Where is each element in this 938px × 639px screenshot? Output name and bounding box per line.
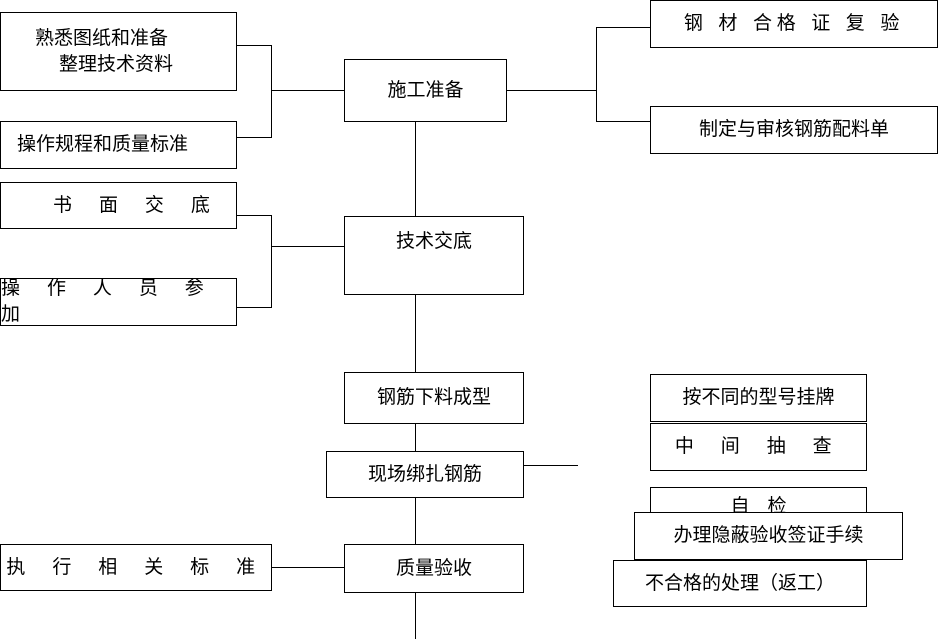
- link-bracket-to-prep: [271, 90, 344, 91]
- node-familiarize-line1: 熟悉图纸和准备: [35, 26, 169, 49]
- node-concealed-acceptance-label: 办理隐蔽验收签证手续: [673, 524, 864, 547]
- spine-briefing-to-cutting: [415, 294, 416, 372]
- node-concealed-acceptance: 办理隐蔽验收签证手续: [634, 512, 903, 560]
- node-procedures-standards-label: 操作规程和质量标准: [17, 133, 189, 156]
- node-tech-briefing-label: 技术交底: [395, 230, 472, 252]
- node-quality-acceptance-label: 质量验收: [395, 556, 472, 579]
- link-standards: [271, 567, 344, 568]
- node-nonconforming-handling: 不合格的处理（返工）: [613, 560, 867, 607]
- node-familiarize-line2: 整理技术资料: [59, 52, 174, 75]
- node-self-check-label: 自 检: [730, 495, 787, 517]
- node-procedures-standards: 操作规程和质量标准: [0, 121, 237, 169]
- node-steel-cert-recheck-label: 钢 材 合格 证 复 验: [683, 12, 905, 35]
- bracket-briefing-left: [271, 215, 272, 308]
- node-tag-by-model-label: 按不同的型号挂牌: [682, 386, 835, 409]
- node-onsite-binding-label: 现场绑扎钢筋: [367, 462, 482, 485]
- node-cutting-forming: 钢筋下料成型: [344, 372, 524, 424]
- node-rebar-schedule: 制定与审核钢筋配料单: [650, 106, 938, 154]
- link-rebar-schedule: [596, 121, 650, 122]
- node-tag-by-model: 按不同的型号挂牌: [650, 374, 867, 422]
- node-tech-briefing: 技术交底: [344, 216, 524, 295]
- node-apply-standards-label: 执 行 相 关 标 准: [6, 555, 266, 578]
- node-quality-acceptance: 质量验收: [344, 544, 524, 593]
- node-apply-standards: 执 行 相 关 标 准: [0, 544, 272, 591]
- spine-acceptance-bottom: [415, 592, 416, 639]
- node-operators-attend-label: 操 作 人 员 参 加: [1, 277, 215, 325]
- link-familiarize: [236, 45, 271, 46]
- node-nonconforming-handling-label: 不合格的处理（返工）: [644, 571, 835, 594]
- link-prep-to-right: [506, 90, 596, 91]
- node-onsite-binding: 现场绑扎钢筋: [326, 451, 524, 498]
- node-prep: 施工准备: [344, 59, 507, 122]
- node-midway-spot-check: 中 间 抽 查: [650, 423, 867, 471]
- bracket-prep-left: [271, 45, 272, 138]
- spine-binding-to-acceptance: [415, 497, 416, 544]
- link-procedures: [236, 137, 271, 138]
- link-steel-cert: [596, 27, 650, 28]
- node-rebar-schedule-label: 制定与审核钢筋配料单: [698, 118, 889, 141]
- node-prep-label: 施工准备: [387, 78, 464, 101]
- link-operators: [236, 307, 271, 308]
- node-written-briefing: 书 面 交 底: [0, 182, 237, 229]
- spine-prep-to-briefing: [415, 121, 416, 216]
- node-operators-attend: 操 作 人 员 参 加: [0, 277, 237, 326]
- link-binding-right: [523, 465, 578, 466]
- node-steel-cert-recheck: 钢 材 合格 证 复 验: [650, 0, 938, 48]
- node-written-briefing-label: 书 面 交 底: [53, 193, 221, 216]
- bracket-prep-right: [596, 27, 597, 122]
- spine-cutting-to-binding: [415, 423, 416, 451]
- node-cutting-forming-label: 钢筋下料成型: [376, 386, 491, 409]
- node-midway-spot-check-label: 中 间 抽 查: [674, 435, 843, 458]
- link-bracket-to-briefing: [271, 246, 344, 247]
- link-written: [236, 215, 271, 216]
- node-familiarize: 熟悉图纸和准备 整理技术资料: [0, 12, 237, 91]
